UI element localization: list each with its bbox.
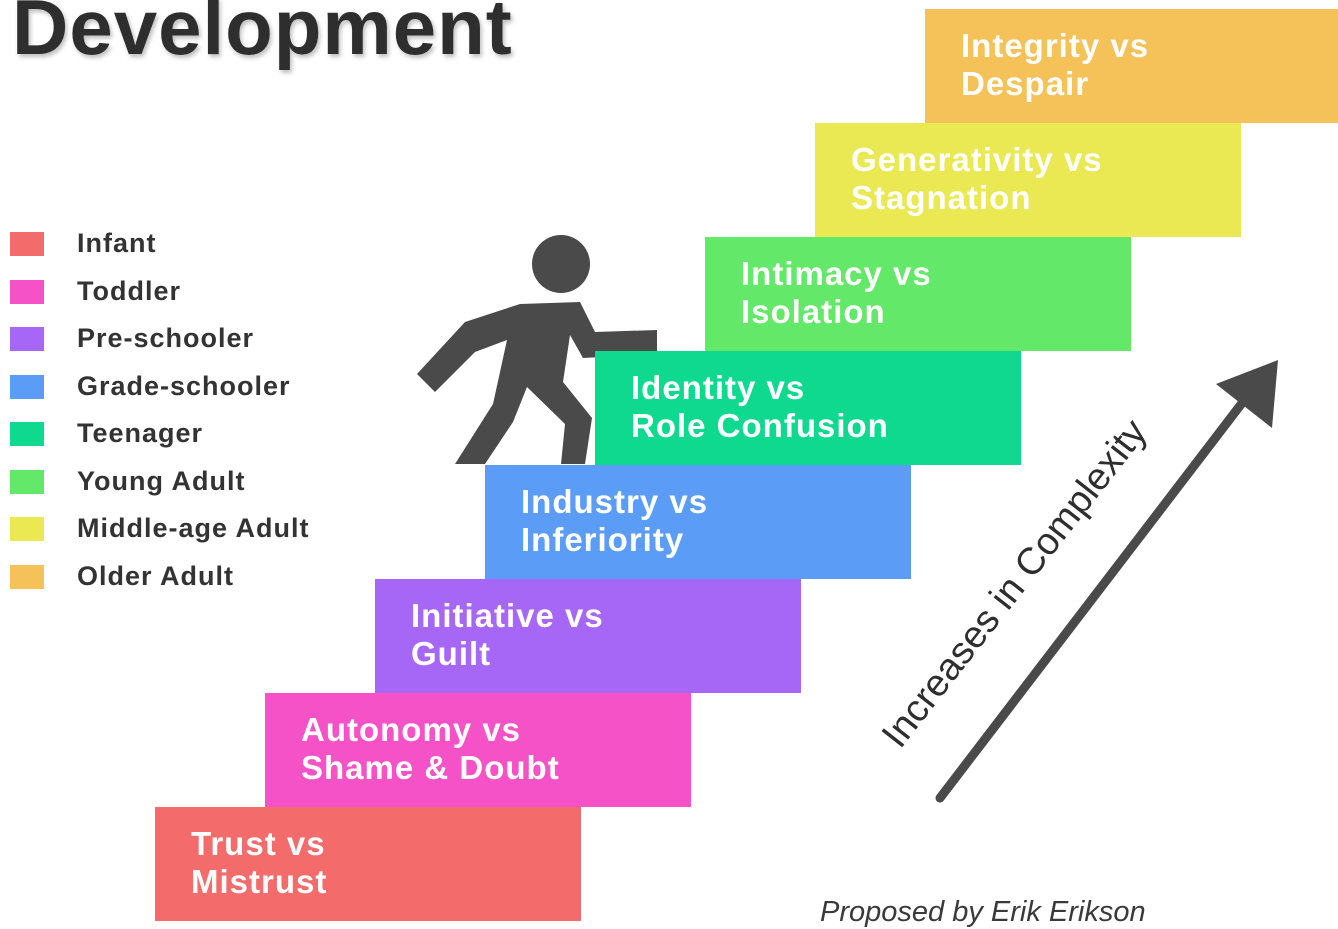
legend-label: Grade-schooler: [77, 370, 291, 401]
legend-swatch: [10, 469, 44, 494]
stage-title: Autonomy vs: [301, 711, 522, 748]
stage-step-initiative: Initiative vs Guilt: [375, 579, 801, 693]
stage-title: Generativity vs: [851, 141, 1103, 178]
stage-subtitle: Guilt: [411, 635, 492, 672]
stage-step-integrity: Integrity vs Despair: [925, 9, 1338, 123]
legend-swatch: [10, 374, 44, 399]
stage-title: Initiative vs: [411, 597, 604, 634]
arrow-shaft: [935, 385, 1257, 803]
stage-title: Trust vs: [191, 825, 326, 862]
stage-subtitle: Mistrust: [191, 863, 328, 900]
stage-subtitle: Inferiority: [521, 521, 685, 558]
stage-title: Intimacy vs: [741, 255, 932, 292]
stage-step-generativity: Generativity vs Stagnation: [815, 123, 1241, 237]
stage-step-industry: Industry vs Inferiority: [485, 465, 911, 579]
legend-swatch: [10, 232, 44, 256]
legend-label: Infant: [77, 228, 157, 258]
stage-subtitle: Shame & Doubt: [301, 749, 560, 786]
page-title: Development: [12, 0, 513, 71]
stage-step-intimacy: Intimacy vs Isolation: [705, 237, 1131, 351]
stage-title: Integrity vs: [961, 27, 1150, 64]
legend-swatch: [10, 327, 44, 351]
walking-person-icon: [417, 235, 657, 464]
stage-subtitle: Stagnation: [851, 179, 1032, 216]
stage-title: Identity vs: [631, 369, 806, 406]
stage-subtitle: Isolation: [741, 293, 886, 330]
legend-label: Toddler: [77, 275, 181, 306]
stage-step-autonomy: Autonomy vs Shame & Doubt: [265, 693, 691, 807]
stage-title: Industry vs: [521, 483, 709, 520]
legend-label: Older Adult: [77, 560, 234, 591]
stage-step-identity: Identity vs Role Confusion: [595, 351, 1021, 465]
stage-step-trust: Trust vs Mistrust: [155, 807, 581, 921]
legend-swatch: [10, 279, 44, 304]
legend-swatch: [10, 564, 44, 589]
credit-text: Proposed by Erik Erikson: [820, 896, 1146, 928]
legend-label: Middle-age Adult: [77, 513, 310, 543]
legend-label: Young Adult: [77, 465, 246, 496]
complexity-arrow: Increases in Complexity: [874, 360, 1278, 803]
stage-subtitle: Despair: [961, 65, 1090, 102]
legend-label: Teenager: [77, 418, 204, 448]
legend-label: Pre-schooler: [77, 323, 255, 353]
legend-swatch: [10, 422, 44, 446]
legend-swatch: [10, 517, 44, 541]
arrow-head-icon: [1216, 360, 1278, 428]
person-figure: [417, 235, 657, 464]
stage-subtitle: Role Confusion: [631, 407, 889, 444]
